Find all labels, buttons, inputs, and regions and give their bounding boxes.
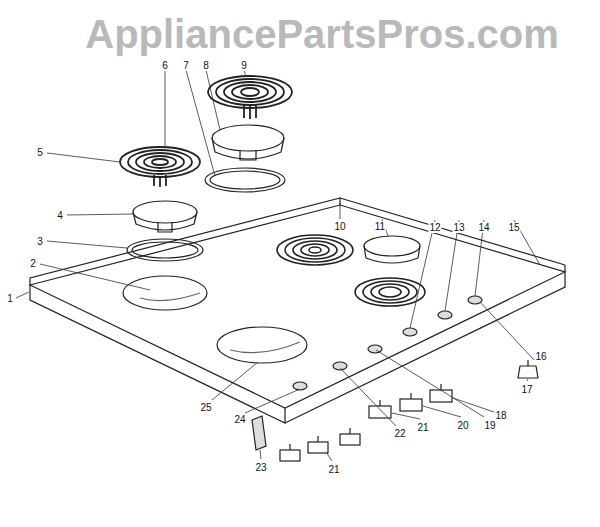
callout-wrap: 9 <box>240 55 248 73</box>
callout-wrap: 11 <box>374 216 386 234</box>
callout-number: 24 <box>233 414 246 425</box>
callout-wrap: 16 <box>534 346 547 364</box>
callout-number: 14 <box>477 222 490 233</box>
callout-number: 12 <box>428 222 441 233</box>
callout-number: 23 <box>254 462 267 473</box>
callout-number: 2 <box>29 258 37 269</box>
watermark-wrap: AppliancePartsPros.com <box>85 12 559 56</box>
callout-number: 11 <box>374 221 386 232</box>
callout-wrap: 4 <box>56 205 64 223</box>
callout-number: 8 <box>202 60 210 71</box>
callout-number: 1 <box>6 293 14 304</box>
callout-wrap: 6 <box>161 55 169 73</box>
callout-wrap: 15 <box>507 217 520 235</box>
callout-wrap: 21 <box>416 417 429 435</box>
callout-number: 21 <box>416 422 429 433</box>
callout-number: 25 <box>199 402 212 413</box>
callout-number: 21 <box>327 464 340 475</box>
callout-number: 3 <box>36 236 44 247</box>
callout-number: 17 <box>520 384 533 395</box>
callout-number: 5 <box>36 147 44 158</box>
callout-wrap: 8 <box>202 55 210 73</box>
callout-wrap: 7 <box>182 55 190 73</box>
callout-number: 6 <box>161 60 169 71</box>
callout-wrap: 19 <box>483 415 496 433</box>
callout-wrap: 12 <box>428 217 441 235</box>
callout-wrap: 13 <box>452 217 465 235</box>
callout-number: 10 <box>333 221 346 232</box>
callout-number: 7 <box>182 60 190 71</box>
callout-number: 16 <box>534 351 547 362</box>
callout-number: 9 <box>240 60 248 71</box>
callout-number: 20 <box>456 420 469 431</box>
callout-wrap: 1 <box>6 288 14 306</box>
callout-number: 19 <box>483 420 496 431</box>
callout-wrap: 24 <box>233 409 246 427</box>
callout-wrap: 2 <box>29 253 37 271</box>
callout-wrap: 17 <box>520 379 533 397</box>
callout-wrap: 22 <box>393 423 406 441</box>
callout-wrap: 25 <box>199 397 212 415</box>
callout-number: 15 <box>507 222 520 233</box>
callout-wrap: 21 <box>327 459 340 477</box>
callout-wrap: 14 <box>477 217 490 235</box>
callout-wrap: 3 <box>36 231 44 249</box>
watermark: AppliancePartsPros.com <box>85 12 559 56</box>
callout-wrap: 5 <box>36 142 44 160</box>
callout-wrap: 20 <box>456 415 469 433</box>
callout-number: 4 <box>56 210 64 221</box>
callout-number: 13 <box>452 222 465 233</box>
callout-wrap: 10 <box>333 216 346 234</box>
callout-number: 22 <box>393 428 406 439</box>
callout-wrap: 23 <box>254 457 267 475</box>
